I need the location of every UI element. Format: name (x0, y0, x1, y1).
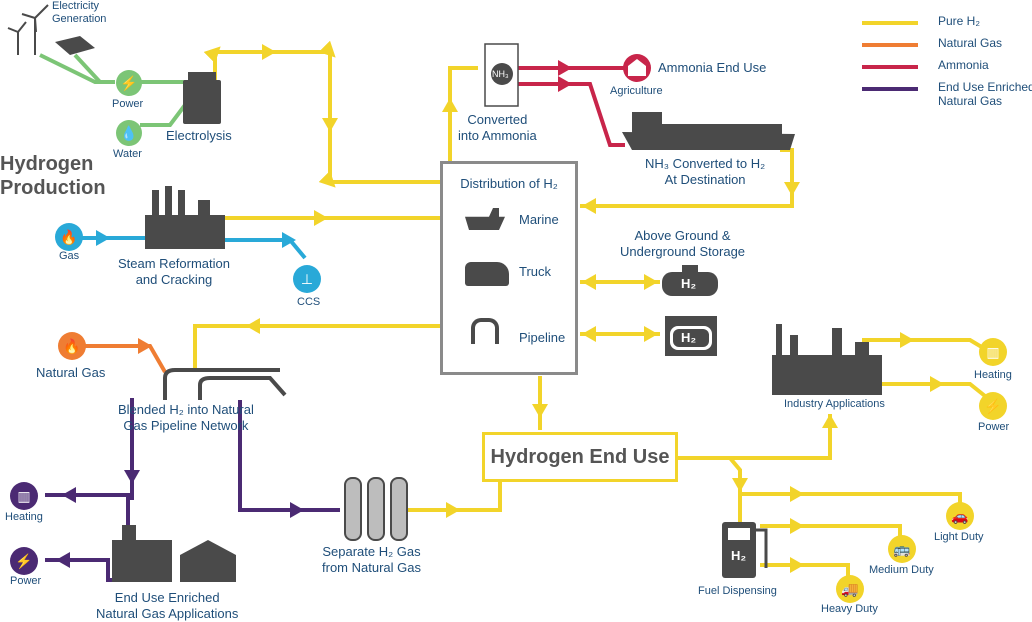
fuel-dispensing-label: Fuel Dispensing (698, 585, 777, 597)
heating-yellow-label: Heating (974, 369, 1012, 381)
ship-icon (622, 112, 795, 150)
power-yellow-label: Power (978, 421, 1010, 433)
power-purple-icon: ⚡ (10, 547, 38, 575)
legend-swatch (862, 65, 918, 69)
pipeline-network (163, 368, 287, 400)
ccs-circle-icon: ⊥ (293, 265, 321, 293)
legend: Pure H₂ Natural Gas Ammonia End Use Enri… (862, 14, 1032, 110)
pump-h2-label: H₂ (731, 548, 747, 563)
storage-tank-above-icon (662, 265, 718, 296)
h2-lines (193, 40, 992, 578)
legend-swatch (862, 21, 918, 25)
enriched-apps-label: End Use Enriched Natural Gas Application… (96, 590, 239, 621)
industry-label: Industry Applications (784, 398, 885, 410)
electrolysis-icon (183, 72, 221, 124)
separate-label: Separate H₂ Gas from Natural Gas (322, 544, 421, 575)
natural-gas-circle-icon: 🔥 (58, 332, 86, 360)
legend-label: End Use Enriched Natural Gas (938, 80, 1032, 108)
water-circle-icon: 💧 (116, 120, 142, 146)
enriched-apps-icon (112, 525, 236, 582)
steam-reformation-label: Steam Reformation and Cracking (118, 256, 230, 287)
legend-item-enriched: End Use Enriched Natural Gas (862, 80, 1032, 110)
refinery-icon (145, 186, 225, 249)
water-label: Water (113, 148, 142, 160)
legend-swatch (862, 43, 918, 47)
converted-ammonia-label: Converted into Ammonia (458, 112, 537, 143)
agriculture-label: Agriculture (610, 85, 663, 97)
light-duty-icon: 🚗 (946, 502, 974, 530)
medium-duty-label: Medium Duty (869, 564, 934, 576)
medium-duty-icon: 🚌 (888, 535, 916, 563)
legend-label: Natural Gas (938, 36, 1003, 50)
agriculture-icon (623, 54, 651, 82)
ammonia-end-use-label: Ammonia End Use (658, 60, 767, 75)
page-title: Hydrogen Production (0, 153, 106, 199)
distribution-box: Distribution of H₂ Marine Truck Pipeline (440, 161, 578, 375)
gas-label: Gas (59, 250, 80, 262)
hydrogen-end-use-title: Hydrogen End Use (490, 445, 670, 468)
hydrogen-end-use-box: Hydrogen End Use (482, 432, 678, 482)
electrolysis-label: Electrolysis (166, 128, 232, 143)
wind-turbine-icon (7, 4, 49, 55)
heating-purple-icon: ▥ (10, 482, 38, 510)
legend-label: Pure H₂ (938, 14, 981, 28)
h2-arrowheads (246, 44, 944, 573)
power-yellow-icon: ⚡ (979, 392, 1007, 420)
ammonia-tank-icon (484, 43, 519, 107)
fuel-pump-icon (722, 522, 768, 578)
power-purple-label: Power (10, 575, 42, 587)
natural-gas-label: Natural Gas (36, 365, 106, 380)
storage-tank-underground-icon (665, 316, 717, 356)
heating-purple-label: Heating (5, 511, 43, 523)
underground-tank-label: H₂ (681, 330, 697, 345)
distribution-title: Distribution of H₂ (460, 176, 558, 191)
electricity-lines (39, 53, 187, 127)
marine-icon (465, 208, 505, 230)
gas-circle-icon: 🔥 (55, 223, 83, 251)
heavy-duty-icon: 🚚 (836, 575, 864, 603)
legend-item-natural-gas: Natural Gas (862, 36, 1032, 58)
power-label: Power (112, 98, 144, 110)
storage-tank-label: H₂ (681, 276, 697, 291)
power-circle-icon: ⚡ (116, 70, 142, 96)
pipeline-label: Pipeline (519, 330, 566, 345)
truck-label: Truck (519, 264, 552, 279)
heavy-duty-label: Heavy Duty (821, 603, 878, 615)
solar-panel-icon (55, 36, 95, 55)
separator-icon (344, 477, 408, 541)
heating-yellow-icon: ▥ (979, 338, 1007, 366)
industry-icon (772, 324, 882, 395)
legend-swatch (862, 87, 918, 91)
nh3-destination-label: NH₃ Converted to H₂ At Destination (645, 156, 766, 187)
marine-label: Marine (519, 212, 559, 227)
legend-item-ammonia: Ammonia (862, 58, 1032, 80)
ccs-label: CCS (297, 296, 321, 308)
blended-label: Blended H₂ into Natural Gas Pipeline Net… (118, 402, 254, 433)
light-duty-label: Light Duty (934, 531, 984, 543)
electricity-generation-label: Electricity Generation (52, 0, 107, 25)
legend-label: Ammonia (938, 58, 989, 72)
legend-item-h2: Pure H₂ (862, 14, 1032, 36)
pipeline-icon (471, 318, 499, 344)
truck-icon (465, 262, 509, 286)
storage-label: Above Ground & Underground Storage (620, 228, 746, 259)
nh3-label: NH₃ (492, 69, 509, 79)
